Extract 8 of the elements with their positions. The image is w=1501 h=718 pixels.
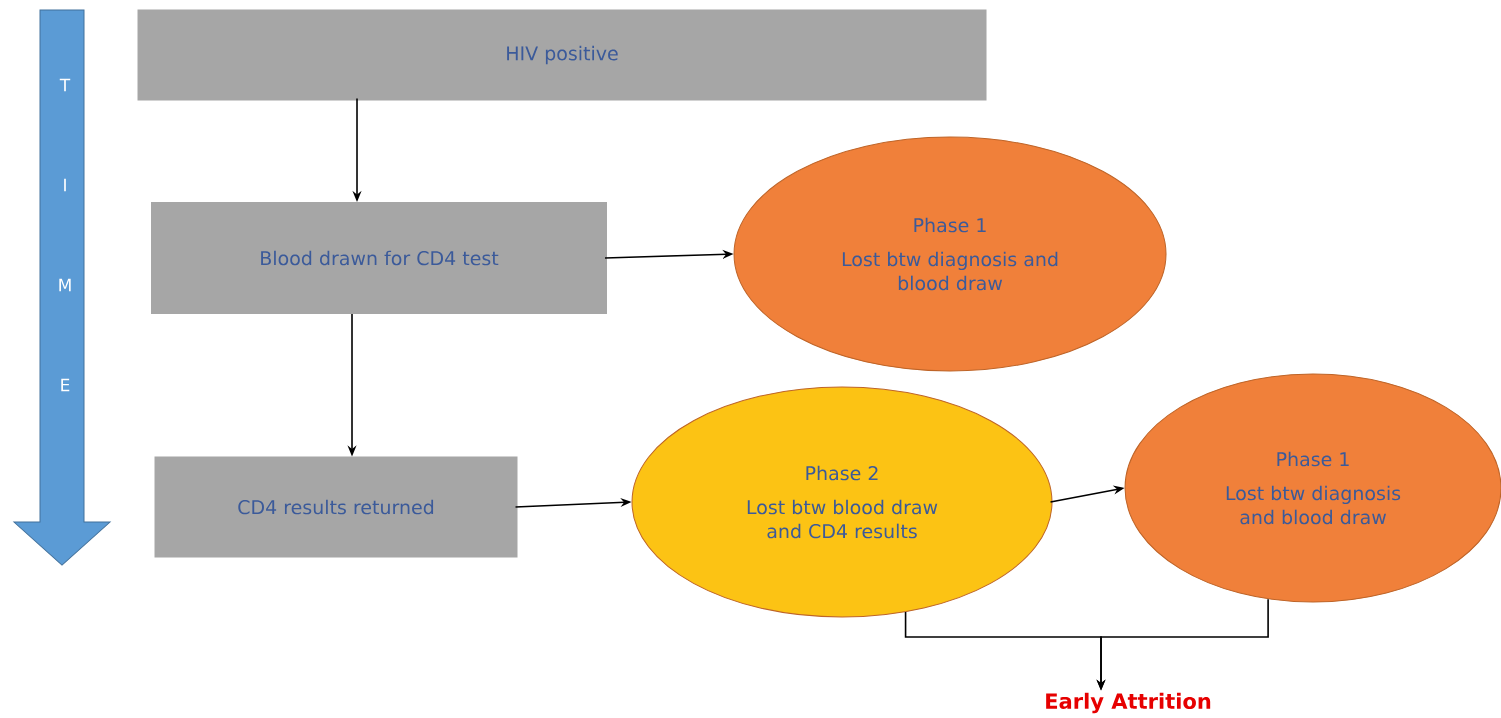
process-box: CD4 results returned	[154, 456, 518, 558]
axis-letter: E	[61, 378, 70, 392]
outcome-text: Early Attrition	[1046, 692, 1211, 714]
axis-letter: I	[64, 178, 66, 192]
process-box: Blood drawn for CD4 test	[151, 202, 607, 314]
axis-letter: T	[59, 78, 71, 92]
axis-letter: M	[59, 278, 71, 292]
process-box: HIV positive	[137, 9, 987, 101]
